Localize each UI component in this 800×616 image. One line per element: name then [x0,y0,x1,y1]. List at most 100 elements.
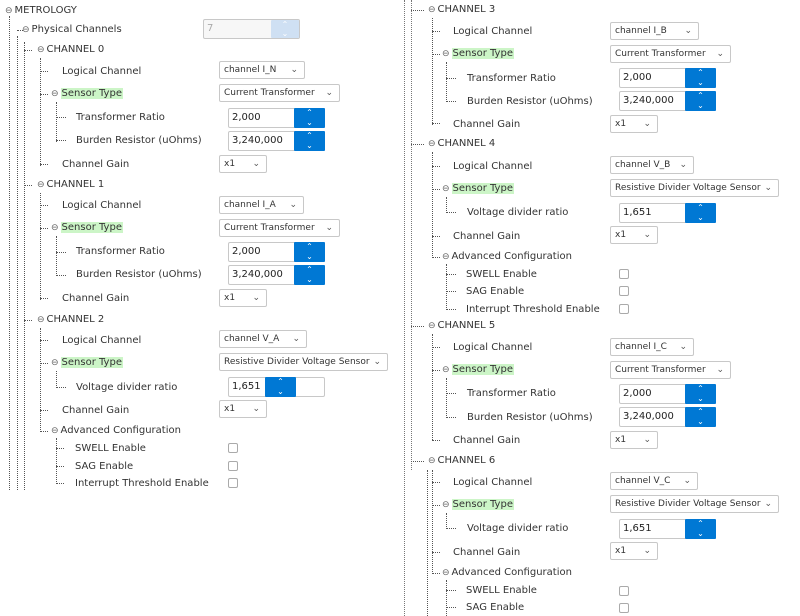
spin-down-icon: ⌄ [697,529,704,538]
ch1-logical-dropdown[interactable]: channel I_A⌄ [219,196,304,214]
collapse-icon: ⊖ [442,49,450,59]
ch6-gain-dropdown[interactable]: x1⌄ [610,542,658,560]
channel-5-node[interactable]: ⊖CHANNEL 5 [428,320,496,331]
ch4-gain-dropdown[interactable]: x1⌄ [610,226,658,244]
physical-channels-spinner[interactable]: ⌃⌄ [271,20,299,38]
chevron-down-icon: ⌄ [252,404,260,414]
ch4-sensor-dropdown[interactable]: Resistive Divider Voltage Sensor⌄ [610,179,779,197]
chevron-down-icon: ⌄ [643,546,651,556]
ch5-burden-spinner[interactable]: ⌃⌄ [685,407,716,427]
spin-down-icon: ⌄ [281,29,289,38]
chevron-down-icon: ⌄ [289,200,297,210]
channel-6-node[interactable]: ⊖CHANNEL 6 [428,455,496,466]
chevron-down-icon: ⌄ [643,435,651,445]
ch2-sag-checkbox[interactable] [228,461,238,471]
ch1-sensor-type-node[interactable]: ⊖Sensor Type [51,222,123,233]
physical-channels-label: Physical Channels [31,24,122,35]
ch2-gain-dropdown[interactable]: x1⌄ [219,400,267,418]
channel-2-node[interactable]: ⊖CHANNEL 2 [37,314,105,325]
ch3-sensor-dropdown[interactable]: Current Transformer⌄ [610,45,731,63]
ch3-logical-label: Logical Channel [453,26,533,37]
ch0-sensor-type-node[interactable]: ⊖Sensor Type [51,88,123,99]
ch2-sensor-type-node[interactable]: ⊖Sensor Type [51,357,123,368]
channel-1-node[interactable]: ⊖CHANNEL 1 [37,179,105,190]
ch0-ratio-spinner[interactable]: ⌃⌄ [294,108,325,128]
physical-channels-node[interactable]: ⊖Physical Channels [22,24,122,35]
collapse-icon: ⊖ [51,426,59,436]
ch4-divider-label: Voltage divider ratio [467,207,569,218]
spin-down-icon: ⌄ [697,213,704,222]
ch4-divider-spinner[interactable]: ⌃⌄ [685,203,716,223]
collapse-icon: ⊖ [37,315,45,325]
ch3-gain-label: Channel Gain [453,119,521,130]
ch2-divider-spinner[interactable]: ⌃⌄ [265,377,296,397]
spin-down-icon: ⌄ [697,78,704,87]
collapse-icon: ⊖ [442,252,450,262]
chevron-down-icon: ⌄ [325,223,333,233]
metrology-root[interactable]: ⊖METROLOGY [5,5,77,16]
ch4-swell-checkbox[interactable] [619,269,629,279]
ch6-logical-label: Logical Channel [453,477,533,488]
ch2-swell-checkbox[interactable] [228,443,238,453]
ch6-divider-spinner[interactable]: ⌃⌄ [685,519,716,539]
ch3-logical-dropdown[interactable]: channel I_B⌄ [610,22,699,40]
ch1-ratio-spinner[interactable]: ⌃⌄ [294,242,325,262]
ch6-sag-label: SAG Enable [466,602,525,613]
ch0-ratio-label: Transformer Ratio [76,112,165,123]
ch6-sag-checkbox[interactable] [619,603,629,613]
ch6-divider-label: Voltage divider ratio [467,523,569,534]
ch2-swell-label: SWELL Enable [75,443,146,454]
ch2-interrupt-label: Interrupt Threshold Enable [75,478,209,489]
ch6-swell-checkbox[interactable] [619,586,629,596]
ch4-interrupt-checkbox[interactable] [619,304,629,314]
collapse-icon: ⊖ [428,321,436,331]
ch6-advanced-node[interactable]: ⊖Advanced Configuration [442,567,572,578]
ch2-interrupt-checkbox[interactable] [228,478,238,488]
ch5-logical-dropdown[interactable]: channel I_C⌄ [610,338,694,356]
collapse-icon: ⊖ [51,358,59,368]
ch1-burden-label: Burden Resistor (uOhms) [76,269,202,280]
ch6-swell-label: SWELL Enable [466,585,537,596]
ch2-logical-label: Logical Channel [62,335,142,346]
ch3-gain-dropdown[interactable]: x1⌄ [610,115,658,133]
ch4-sag-label: SAG Enable [466,286,525,297]
chevron-down-icon: ⌄ [683,476,691,486]
ch3-sensor-type-node[interactable]: ⊖Sensor Type [442,48,514,59]
ch5-ratio-spinner[interactable]: ⌃⌄ [685,384,716,404]
ch5-sensor-type-node[interactable]: ⊖Sensor Type [442,364,514,375]
ch4-sensor-type-node[interactable]: ⊖Sensor Type [442,183,514,194]
ch0-burden-spinner[interactable]: ⌃⌄ [294,131,325,151]
ch2-sensor-dropdown[interactable]: Resistive Divider Voltage Sensor⌄ [219,353,388,371]
ch4-advanced-node[interactable]: ⊖Advanced Configuration [442,251,572,262]
ch2-logical-dropdown[interactable]: channel V_A⌄ [219,330,307,348]
ch6-logical-dropdown[interactable]: channel V_C⌄ [610,472,698,490]
ch0-logical-dropdown[interactable]: channel I_N⌄ [219,61,305,79]
ch6-sensor-type-node[interactable]: ⊖Sensor Type [442,499,514,510]
collapse-icon: ⊖ [5,6,13,16]
ch2-advanced-node[interactable]: ⊖Advanced Configuration [51,425,181,436]
ch4-logical-dropdown[interactable]: channel V_B⌄ [610,156,694,174]
ch4-sag-checkbox[interactable] [619,286,629,296]
ch6-sensor-dropdown[interactable]: Resistive Divider Voltage Sensor⌄ [610,495,779,513]
spin-down-icon: ⌄ [306,252,313,261]
spin-up-icon: ⌃ [306,131,313,140]
chevron-down-icon: ⌄ [643,230,651,240]
ch1-gain-dropdown[interactable]: x1⌄ [219,289,267,307]
chevron-down-icon: ⌄ [292,334,300,344]
channel-4-node[interactable]: ⊖CHANNEL 4 [428,138,496,149]
ch3-burden-spinner[interactable]: ⌃⌄ [685,91,716,111]
root-label: METROLOGY [14,5,77,16]
ch5-sensor-dropdown[interactable]: Current Transformer⌄ [610,361,731,379]
ch3-ratio-spinner[interactable]: ⌃⌄ [685,68,716,88]
ch0-gain-dropdown[interactable]: x1⌄ [219,155,267,173]
ch4-swell-label: SWELL Enable [466,269,537,280]
spin-up-icon: ⌃ [306,242,313,251]
ch1-burden-spinner[interactable]: ⌃⌄ [294,265,325,285]
channel-3-node[interactable]: ⊖CHANNEL 3 [428,4,496,15]
spin-up-icon: ⌃ [306,265,313,274]
ch0-sensor-dropdown[interactable]: Current Transformer⌄ [219,84,340,102]
ch5-gain-dropdown[interactable]: x1⌄ [610,431,658,449]
channel-0-node[interactable]: ⊖CHANNEL 0 [37,44,105,55]
ch5-ratio-label: Transformer Ratio [467,388,556,399]
ch1-sensor-dropdown[interactable]: Current Transformer⌄ [219,219,340,237]
